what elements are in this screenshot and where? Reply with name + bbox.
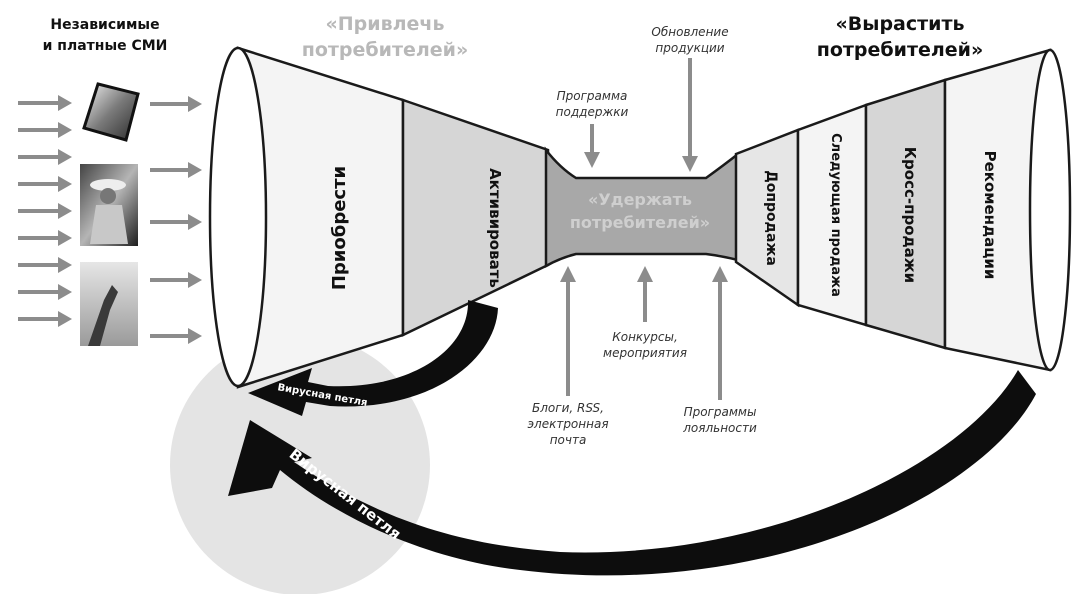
attract-stage-title-line2: потребителей» (302, 39, 469, 61)
outgoing-arrow (150, 214, 202, 230)
product-update-note-line2: продукции (655, 41, 724, 55)
retain-stage-title-line2: потребителей» (570, 213, 710, 232)
media-title-line2: и платные СМИ (43, 38, 168, 54)
segment-label-upsell: Допродажа (763, 170, 779, 266)
contests-note-line1: Конкурсы, (612, 330, 678, 344)
cowboy-photo-icon (80, 164, 138, 246)
incoming-arrow (18, 230, 72, 246)
attract-stage-title-line1: «Привлечь (326, 13, 445, 35)
blogs-arrow (560, 266, 576, 396)
outgoing-arrow (150, 328, 202, 344)
incoming-arrow (18, 284, 72, 300)
right-funnel-rim (1028, 48, 1072, 372)
segment-label-acquire: Приобрести (329, 166, 350, 290)
product-update-arrow (682, 58, 698, 172)
incoming-arrow (18, 122, 72, 138)
loyalty-arrow (712, 266, 728, 400)
media-title-line1: Независимые (50, 17, 159, 33)
product-update-note-line1: Обновление (651, 25, 728, 39)
input-arrows (560, 58, 728, 400)
contests-note-line2: мероприятия (603, 346, 687, 360)
loyalty-note-line1: Программы (684, 405, 757, 419)
support-note-line2: поддержки (556, 105, 629, 119)
blogs-note-line2: электронная (527, 417, 608, 431)
segment-label-referrals: Рекомендации (981, 151, 999, 280)
blogs-note-line1: Блоги, RSS, (532, 401, 604, 415)
incoming-arrow (18, 203, 72, 219)
grow-stage-title-line2: потребителей» (817, 39, 984, 61)
segment-label-activate: Активировать (486, 168, 504, 288)
incoming-arrow (18, 149, 72, 165)
incoming-arrow (18, 257, 72, 273)
incoming-media-arrows (18, 95, 72, 327)
viral-loop-small (248, 300, 498, 416)
blogs-note-line3: почта (550, 433, 587, 447)
outgoing-arrow (150, 162, 202, 178)
media-to-funnel-arrows (150, 96, 202, 344)
right-funnel (734, 48, 1072, 372)
outgoing-arrow (150, 272, 202, 288)
segment-label-next-sale: Следующая продажа (828, 133, 843, 297)
retain-stage-title-line1: «Удержать (588, 190, 692, 209)
loyalty-note-line2: лояльности (682, 421, 757, 435)
segment-label-cross-sell: Кросс-продажи (901, 147, 919, 283)
incoming-arrow (18, 311, 72, 327)
incoming-arrow (18, 176, 72, 192)
outgoing-arrow (150, 96, 202, 112)
support-note-line1: Программа (557, 89, 628, 103)
left-funnel-rim (208, 46, 268, 388)
support-arrow (584, 124, 600, 168)
incoming-arrow (18, 95, 72, 111)
left-funnel (208, 46, 550, 389)
viral-loop-large (228, 370, 1036, 576)
grow-stage-title-line1: «Вырастить (836, 13, 965, 35)
tablet-photo-icon (80, 80, 140, 142)
contests-arrow (637, 266, 653, 322)
gesture-photo-icon (80, 262, 138, 346)
activate-segment (401, 98, 550, 337)
